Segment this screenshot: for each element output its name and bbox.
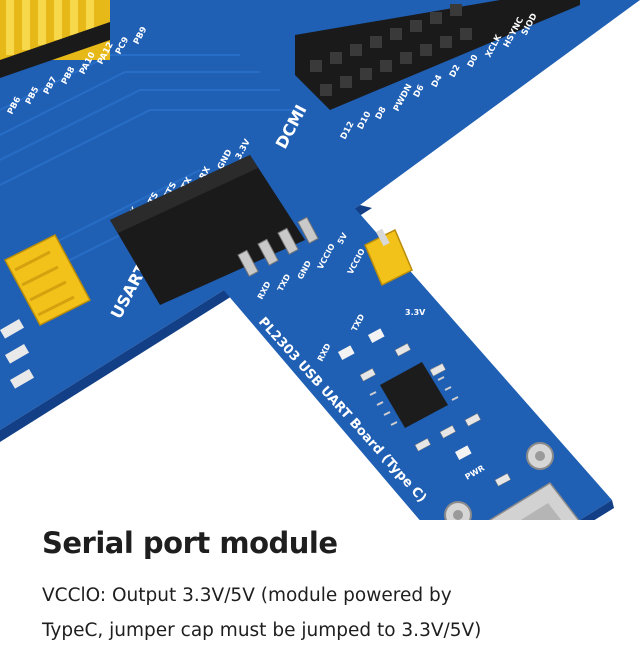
module-pin-row — [237, 216, 319, 277]
left-smd-parts — [0, 319, 35, 389]
svg-text:3.3V: 3.3V — [405, 308, 426, 317]
left-jumper-block — [3, 234, 92, 326]
dcmi-header — [295, 0, 580, 110]
module-smd-parts — [359, 343, 511, 487]
pin-header-top-left — [0, 0, 110, 78]
module-board — [215, 205, 612, 520]
module-leds — [338, 328, 472, 460]
module-board-edge — [579, 500, 614, 520]
product-photo: DCMI D12 D10 D8 PWDN D6 D4 D2 D0 XCLK HS… — [0, 0, 640, 520]
caption-line-2: TypeC, jumper cap must be jumped to 3.3V… — [42, 620, 482, 641]
usb-type-c-connector — [488, 482, 580, 520]
module-jumper — [364, 228, 413, 287]
usart3-female-header — [110, 155, 305, 305]
mounting-screws — [444, 442, 554, 520]
caption-line-1: VCClO: Output 3.3V/5V (module powered by — [42, 585, 452, 606]
caption-title: Serial port module — [42, 526, 338, 560]
main-board — [0, 0, 640, 430]
